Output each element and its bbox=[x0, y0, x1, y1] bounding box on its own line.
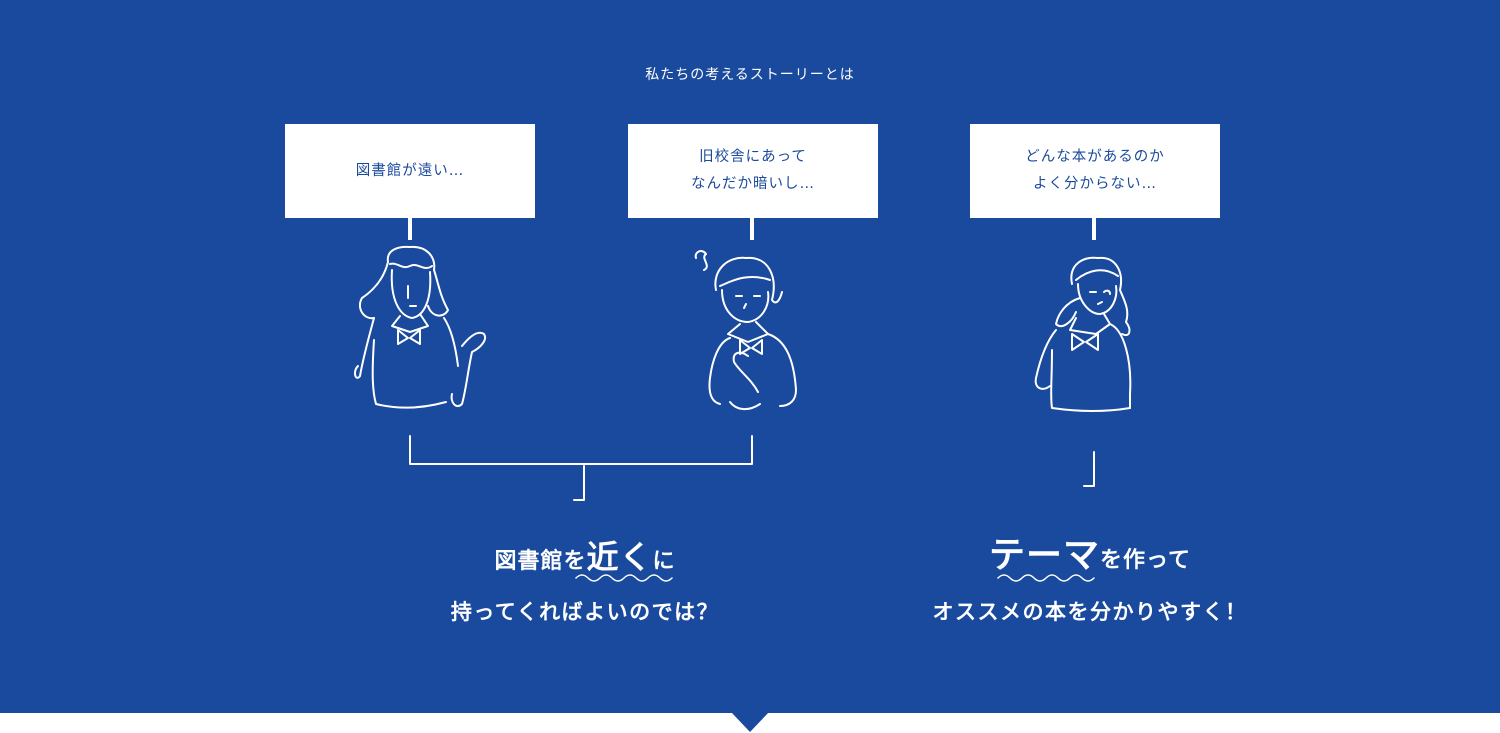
down-arrow-notch-icon bbox=[731, 712, 769, 732]
bubble-3-line-2: よく分からない… bbox=[1033, 176, 1157, 192]
result-right-subline: オススメの本を分かりやすく！ bbox=[932, 600, 1248, 624]
result-left-pre: 図書館を bbox=[494, 549, 587, 574]
result-left-subline: 持ってくればよいのでは？ bbox=[450, 600, 720, 624]
result-right-headline: テーマを作って bbox=[980, 526, 1200, 578]
speech-bubble-2: 旧校舎にあって なんだか暗いし… bbox=[628, 124, 878, 218]
arrow-right-connector-icon bbox=[1083, 451, 1095, 487]
student-girl-3-icon bbox=[1034, 256, 1132, 412]
student-girl-1-icon bbox=[353, 245, 486, 409]
bubble-1-line-1: 図書館が遠い… bbox=[355, 162, 465, 179]
diagram-lines bbox=[353, 218, 1132, 582]
speech-bubble-1: 図書館が遠い… bbox=[285, 124, 535, 218]
bubble-3-line-1: どんな本があるのか bbox=[1025, 149, 1165, 165]
result-right-emphasis: テーマ bbox=[989, 535, 1101, 576]
bubble-2-line-2: なんだか暗いし… bbox=[691, 176, 815, 192]
wavy-underline-2 bbox=[997, 574, 1095, 582]
result-left-headline: 図書館を近くに bbox=[440, 532, 730, 578]
blue-panel bbox=[0, 0, 1500, 713]
arrow-left-connector-icon bbox=[573, 465, 585, 501]
section-heading: 私たちの考えるストーリーとは bbox=[645, 67, 855, 83]
result-right-post: を作って bbox=[1100, 548, 1191, 573]
speech-bubble-3: どんな本があるのか よく分からない… bbox=[970, 124, 1220, 218]
confused-swirl-icon bbox=[694, 250, 708, 271]
bubble-2-line-1: 旧校舎にあって bbox=[699, 149, 807, 165]
merge-connector bbox=[409, 435, 753, 465]
result-left-post: に bbox=[652, 549, 676, 574]
wavy-underline-1 bbox=[575, 574, 673, 582]
result-left-emphasis: 近く bbox=[586, 538, 653, 576]
student-girl-2-icon bbox=[694, 250, 797, 410]
